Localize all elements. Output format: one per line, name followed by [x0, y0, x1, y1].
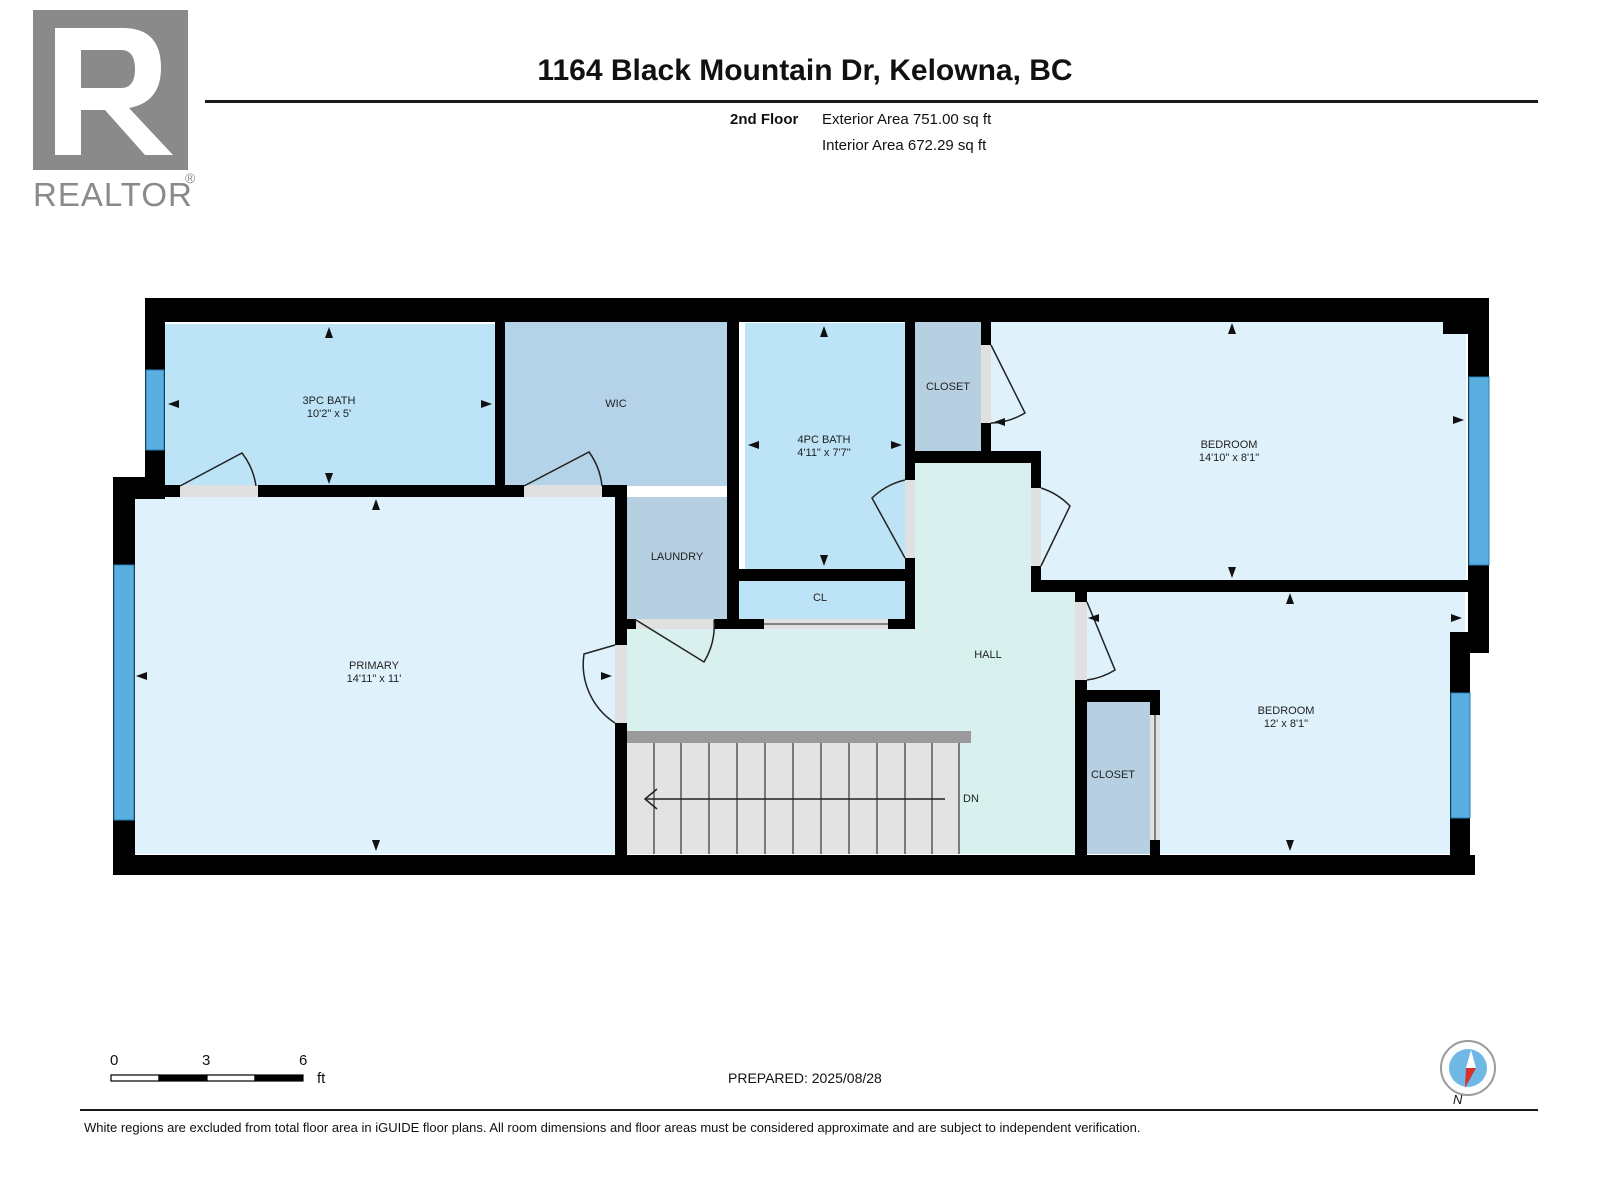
logo-r-icon	[55, 28, 173, 155]
label-closet-2: CLOSET	[1091, 769, 1135, 781]
room-laundry	[625, 497, 729, 619]
label-4pc-bath: 4PC BATH	[798, 434, 851, 446]
scale-bar: 0 3 6 ft	[110, 1052, 340, 1102]
windows	[113, 369, 1490, 821]
room-closet-1	[915, 320, 981, 451]
label-3pc-bath: 3PC BATH	[303, 395, 356, 407]
header-divider	[205, 100, 1538, 103]
property-address: 1164 Black Mountain Dr, Kelowna, BC	[537, 54, 1073, 87]
compass-icon	[1440, 1040, 1496, 1096]
prepared-date: PREPARED: 2025/08/28	[728, 1070, 882, 1086]
room-primary	[133, 496, 615, 854]
room-bedroom-1	[991, 320, 1466, 582]
window-bedroom-2	[1450, 692, 1471, 819]
floor-name: 2nd Floor	[730, 111, 799, 128]
dims-bedroom-1: 14'10" x 8'1"	[1199, 452, 1259, 464]
window-bedroom-1	[1468, 376, 1490, 566]
realtor-logo: REALTOR ®	[33, 10, 203, 213]
label-bedroom-2: BEDROOM	[1258, 705, 1315, 717]
scale-unit: ft	[317, 1070, 326, 1087]
window-primary	[113, 564, 135, 821]
dims-3pc-bath: 10'2" x 5'	[307, 408, 351, 420]
label-bedroom-1: BEDROOM	[1201, 439, 1258, 451]
doors	[179, 344, 1160, 840]
scale-bar-graphic	[110, 1074, 304, 1082]
scale-tick-6: 6	[299, 1052, 308, 1069]
footer-divider	[80, 1109, 1538, 1111]
label-primary: PRIMARY	[349, 660, 400, 672]
label-hall: HALL	[974, 649, 1002, 661]
interior-area: Interior Area 672.29 sq ft	[822, 137, 987, 154]
room-cl	[739, 580, 905, 619]
room-closet-2	[1085, 700, 1150, 854]
registered-mark: ®	[185, 170, 196, 186]
label-wic: WIC	[605, 398, 626, 410]
scale-tick-0: 0	[110, 1052, 119, 1069]
room-wic	[505, 320, 727, 486]
exterior-area: Exterior Area 751.00 sq ft	[822, 111, 992, 128]
disclaimer: White regions are excluded from total fl…	[84, 1120, 1141, 1135]
label-closet-1: CLOSET	[926, 381, 970, 393]
label-stairs-down: DN	[963, 793, 979, 805]
room-3pc-bath	[163, 324, 495, 486]
label-laundry: LAUNDRY	[651, 551, 704, 563]
room-4pc-bath	[745, 323, 905, 569]
window-3pc-bath	[145, 369, 165, 451]
scale-tick-3: 3	[202, 1052, 211, 1069]
dims-4pc-bath: 4'11" x 7'7"	[797, 447, 850, 459]
label-cl: CL	[813, 592, 827, 604]
dims-bedroom-2: 12' x 8'1"	[1264, 718, 1308, 730]
logo-wordmark: REALTOR	[33, 176, 193, 213]
compass-north-label: N	[1453, 1092, 1463, 1107]
dims-primary: 14'11" x 11'	[347, 673, 402, 685]
staircase	[627, 731, 971, 854]
dimension-markers	[136, 323, 1464, 851]
